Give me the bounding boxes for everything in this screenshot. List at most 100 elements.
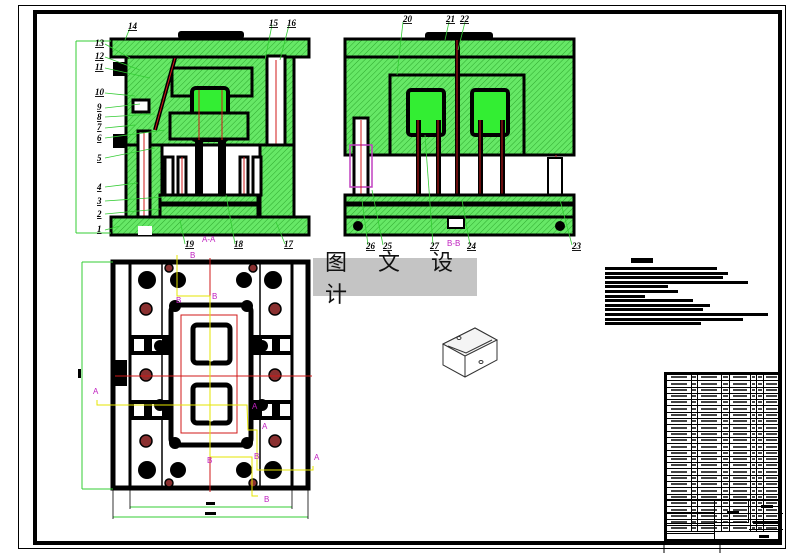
bom-cell	[764, 431, 780, 437]
svg-text:26: 26	[365, 241, 376, 251]
bom-cell	[730, 444, 751, 450]
bom-cell	[698, 393, 722, 400]
svg-text:B: B	[254, 452, 259, 461]
bom-cell	[692, 494, 698, 500]
bom-cell	[730, 513, 751, 519]
bom-cell	[722, 488, 730, 494]
title-block-company	[749, 501, 783, 514]
bom-cell	[692, 431, 698, 437]
bom-cell	[751, 381, 758, 387]
svg-text:27: 27	[429, 241, 440, 251]
grid-line	[667, 533, 715, 534]
bom-cell	[757, 381, 764, 387]
bom-row	[667, 488, 780, 495]
bom-cell	[764, 450, 780, 456]
bom-cell	[757, 375, 764, 381]
svg-text:19: 19	[185, 239, 195, 249]
note-line	[605, 271, 728, 275]
bom-cell	[667, 381, 692, 387]
bom-cell	[764, 469, 780, 475]
bom-cell	[730, 488, 751, 494]
bom-row	[667, 375, 780, 382]
outer-frame	[18, 5, 786, 549]
bom-cell	[667, 519, 692, 526]
bom-cell	[730, 387, 751, 393]
bom-cell	[764, 419, 780, 425]
bom-cell	[698, 444, 722, 450]
bom-cell	[692, 381, 698, 387]
bom-cell	[667, 456, 692, 463]
bom-row	[667, 450, 780, 457]
bom-cell	[757, 437, 764, 444]
bom-cell	[764, 387, 780, 393]
bom-cell	[764, 412, 780, 419]
svg-text:24: 24	[466, 241, 477, 251]
bom-cell	[698, 513, 722, 519]
bom-cell	[730, 463, 751, 469]
bom-cell	[757, 469, 764, 475]
bom-cell	[698, 425, 722, 431]
svg-text:6: 6	[97, 133, 102, 143]
bom-cell	[757, 482, 764, 488]
bom-cell	[722, 494, 730, 500]
bom-cell	[751, 393, 758, 400]
svg-text:18: 18	[234, 239, 244, 249]
bom-cell	[764, 393, 780, 400]
bom-cell	[692, 488, 698, 494]
bom-cell	[722, 393, 730, 400]
bom-cell	[730, 375, 751, 381]
bom-cell	[751, 488, 758, 494]
note-line	[605, 308, 703, 312]
text-bar	[753, 521, 779, 524]
bom-cell	[692, 412, 698, 419]
bom-row	[667, 513, 780, 520]
bom-cell	[730, 431, 751, 437]
bom-cell	[692, 482, 698, 488]
bom-cell	[667, 393, 692, 400]
bom-cell	[698, 469, 722, 475]
bom-row	[667, 437, 780, 445]
bom-cell	[722, 419, 730, 425]
bom-row	[667, 500, 780, 508]
bom-cell	[751, 375, 758, 381]
bom-cell	[698, 507, 722, 513]
bom-cell	[730, 469, 751, 475]
bom-cell	[764, 482, 780, 488]
bom-cell	[757, 526, 764, 532]
bom-cell	[757, 406, 764, 412]
svg-text:9: 9	[97, 102, 102, 112]
bom-cell	[751, 412, 758, 419]
bom-cell	[692, 519, 698, 526]
bom-cell	[722, 425, 730, 431]
bom-cell	[751, 482, 758, 488]
bom-cell	[722, 444, 730, 450]
bom-cell	[722, 500, 730, 507]
bom-cell	[698, 431, 722, 437]
bom-cell	[667, 463, 692, 469]
bom-cell	[764, 437, 780, 444]
bom-cell	[722, 482, 730, 488]
bom-cell	[764, 400, 780, 406]
bom-cell	[730, 482, 751, 488]
bom-cell	[757, 393, 764, 400]
bom-cell	[757, 475, 764, 482]
bom-cell	[757, 463, 764, 469]
bom-cell	[692, 475, 698, 482]
bom-cell	[698, 463, 722, 469]
bom-cell	[722, 400, 730, 406]
bom-cell	[757, 425, 764, 431]
svg-text:A: A	[93, 387, 99, 396]
bom-cell	[698, 381, 722, 387]
bom-cell	[751, 507, 758, 513]
bom-cell	[730, 419, 751, 425]
bom-cell	[730, 500, 751, 507]
bom-cell	[764, 507, 780, 513]
bom-cell	[692, 387, 698, 393]
bom-cell	[757, 500, 764, 507]
bom-cell	[751, 425, 758, 431]
watermark-banner: 图 文 设 计	[313, 251, 477, 308]
bom-cell	[764, 456, 780, 463]
title-block-revision-grid	[667, 501, 715, 542]
bom-cell	[692, 456, 698, 463]
bom-cell	[764, 494, 780, 500]
